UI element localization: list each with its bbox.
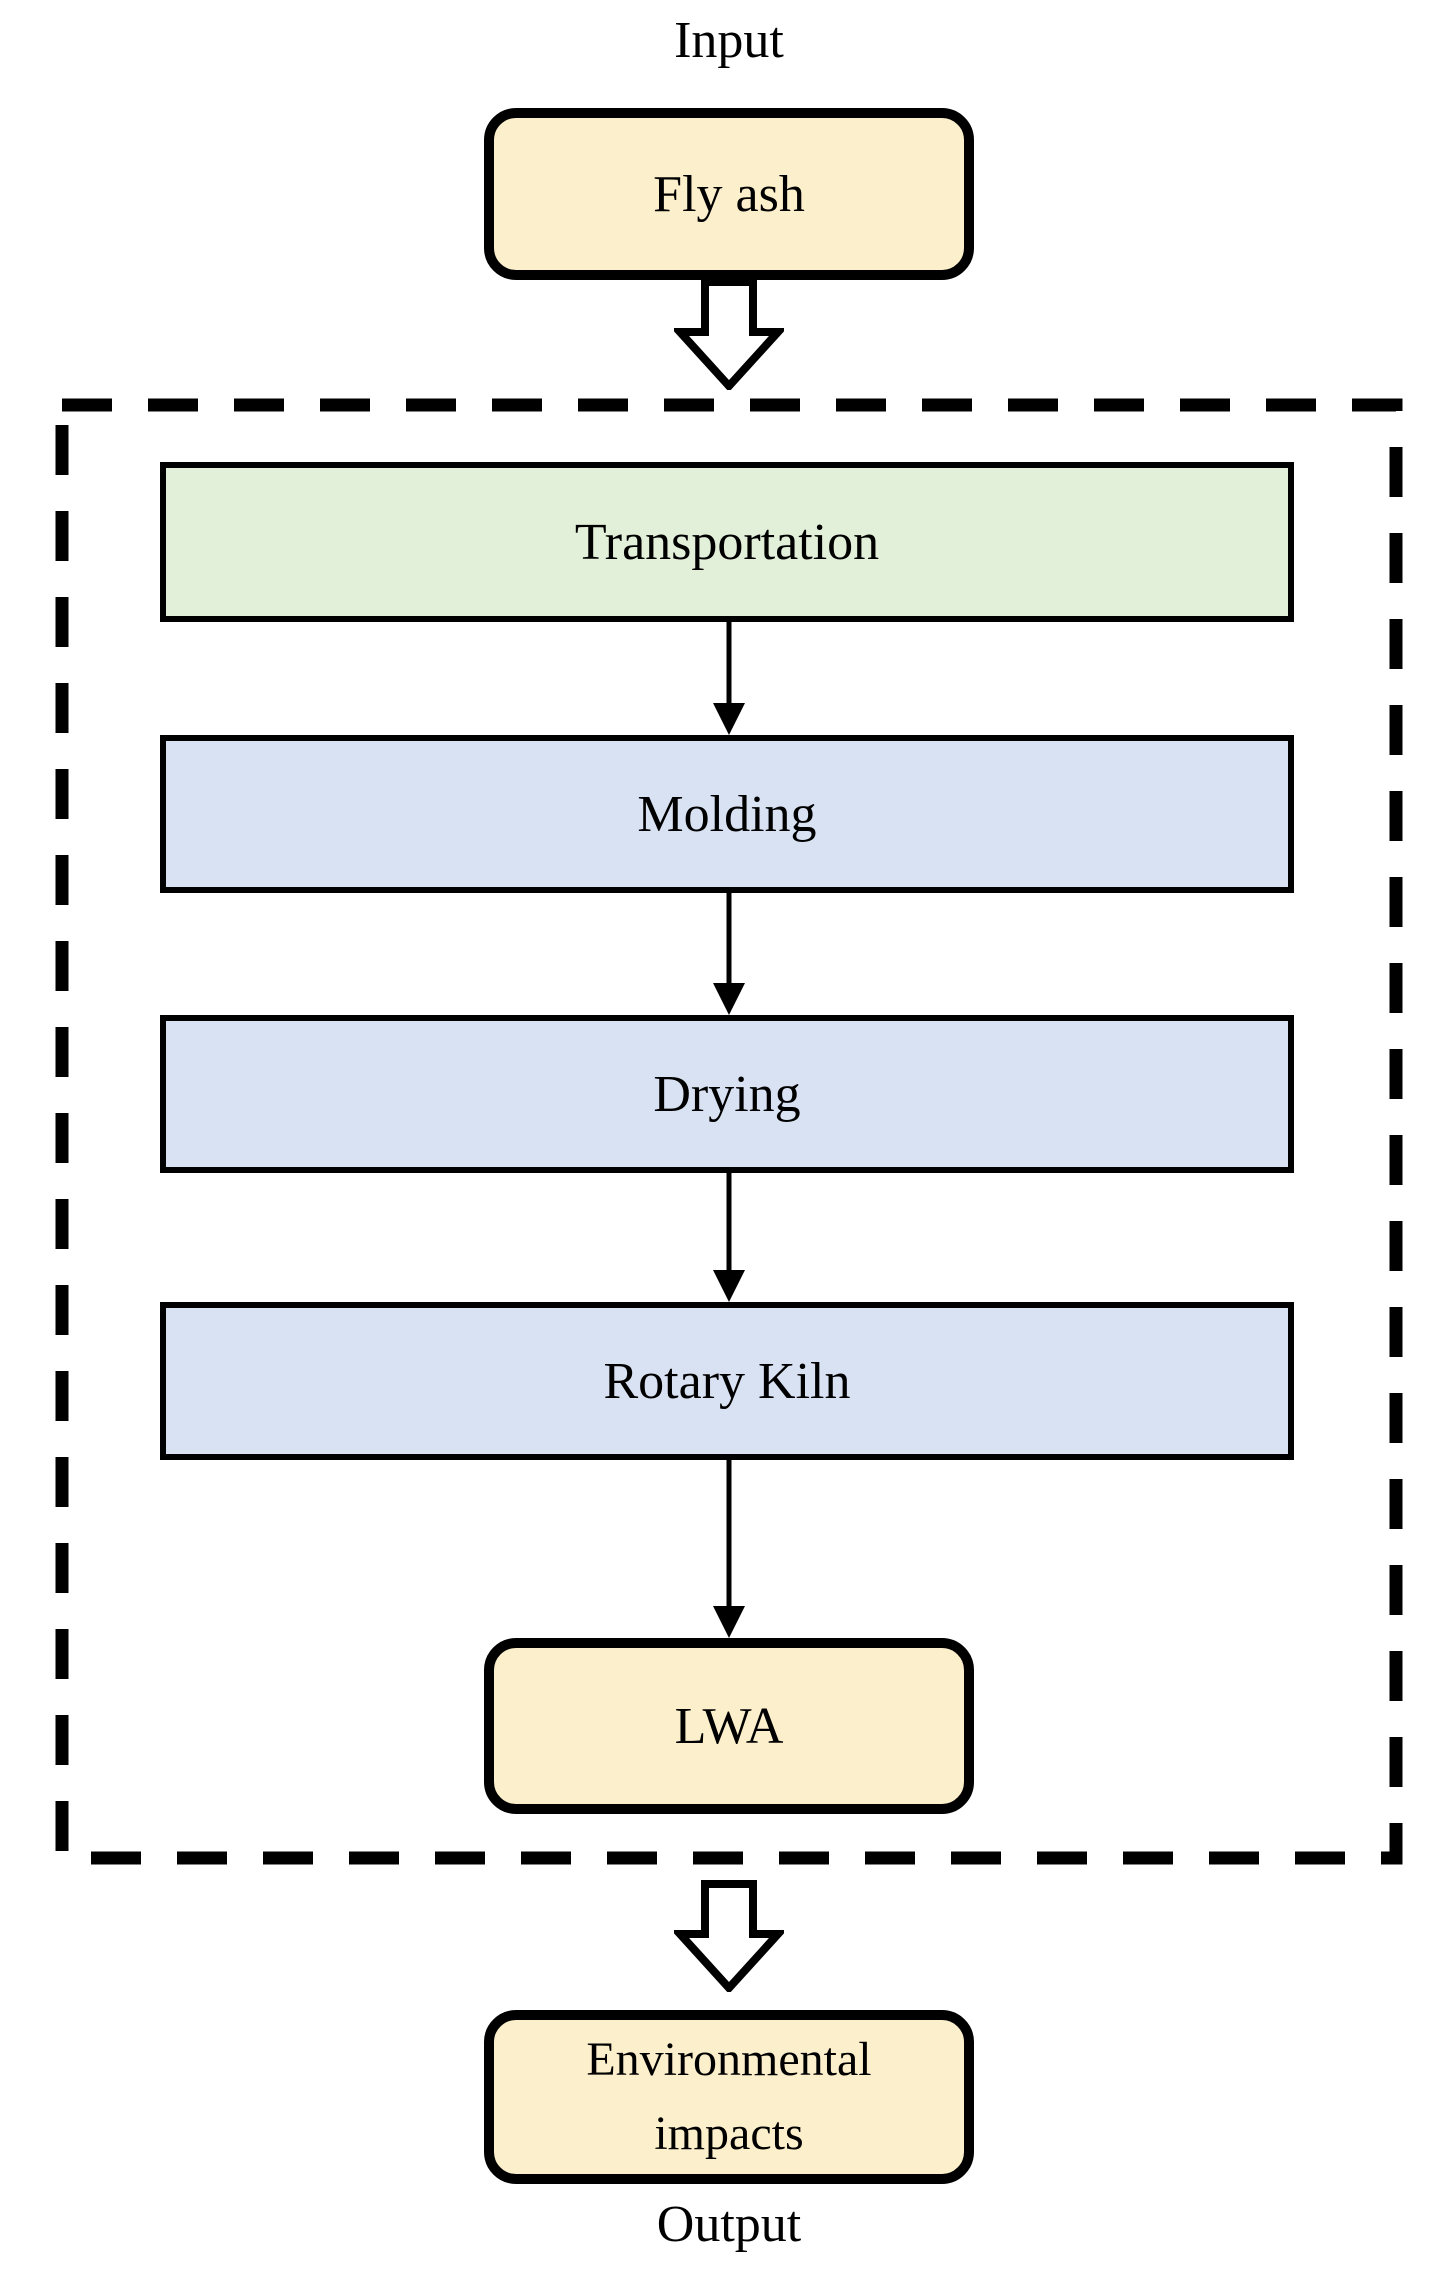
- fly-ash-node: Fly ash: [484, 108, 974, 280]
- drying-node: Drying: [160, 1015, 1294, 1173]
- drying-label: Drying: [653, 1065, 801, 1123]
- rotary-kiln-node: Rotary Kiln: [160, 1302, 1294, 1460]
- transportation-label: Transportation: [574, 513, 880, 571]
- transportation-node: Transportation: [160, 462, 1294, 622]
- lwa-node: LWA: [484, 1638, 974, 1814]
- input-label: Input: [674, 12, 784, 69]
- arrow-molding-to-drying-icon: [713, 893, 745, 1015]
- fly-ash-label: Fly ash: [653, 165, 805, 223]
- input-block-arrow-icon: [674, 278, 784, 390]
- arrow-rotary-kiln-to-lwa-icon: [713, 1460, 745, 1638]
- arrow-drying-to-rotary-kiln-icon: [713, 1173, 745, 1302]
- molding-label: Molding: [637, 785, 817, 843]
- rotary-kiln-label: Rotary Kiln: [603, 1352, 851, 1410]
- environmental-impacts-node: Environmental impacts: [484, 2010, 974, 2184]
- molding-node: Molding: [160, 735, 1294, 893]
- arrow-transportation-to-molding-icon: [713, 622, 745, 735]
- output-block-arrow-icon: [674, 1880, 784, 1992]
- environmental-impacts-label: Environmental impacts: [586, 2032, 872, 2160]
- lwa-label: LWA: [674, 1697, 784, 1755]
- output-label: Output: [656, 2196, 802, 2253]
